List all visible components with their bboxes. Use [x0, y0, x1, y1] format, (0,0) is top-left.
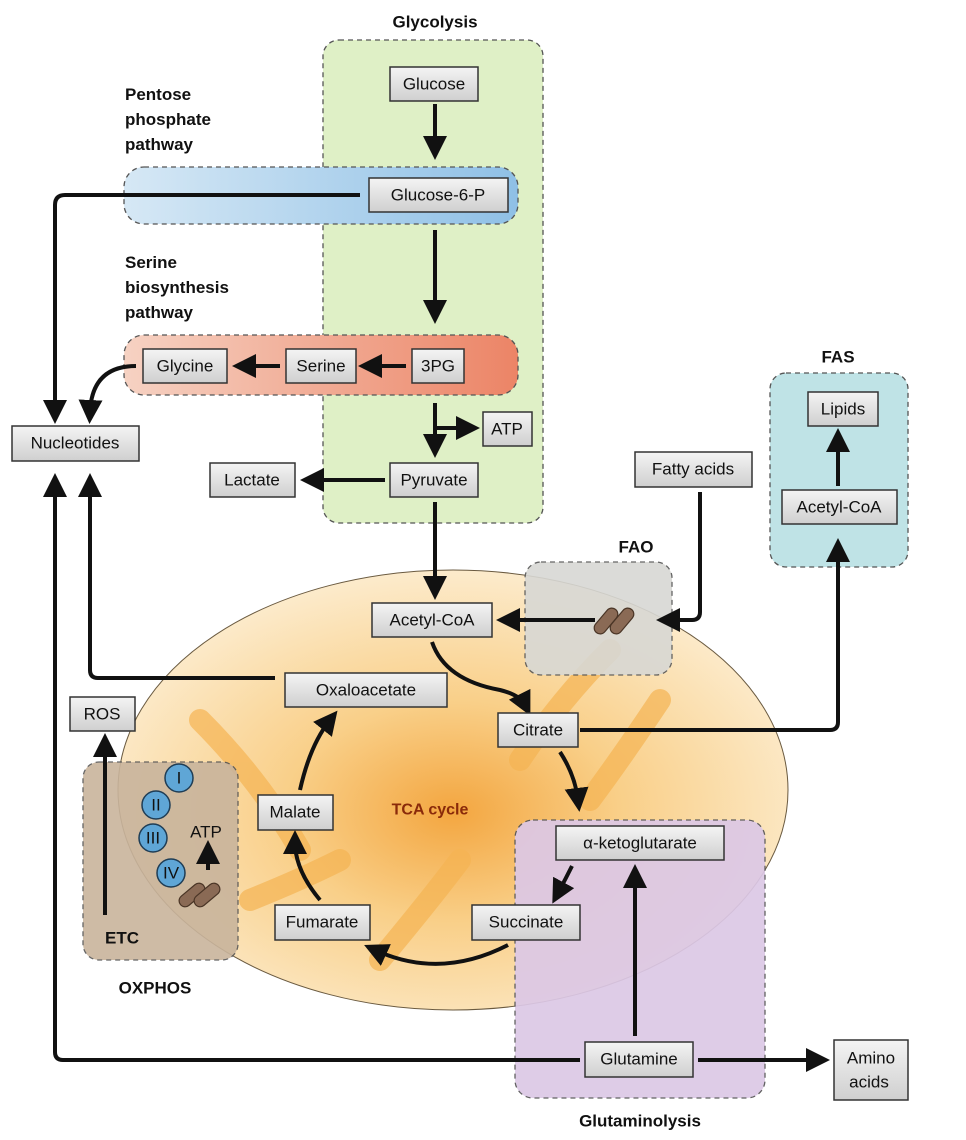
- node-glycine: Glycine: [142, 348, 228, 384]
- glutaminolysis-region: [514, 819, 766, 1099]
- fao-title: FAO: [619, 538, 654, 557]
- node-glutamine: Glutamine: [584, 1041, 694, 1078]
- node-nucleotides: Nucleotides: [11, 425, 140, 462]
- tca-cycle-label: TCA cycle: [392, 802, 469, 819]
- svg-text:Fumarate: Fumarate: [286, 913, 359, 932]
- node-glucose-6-p: Glucose-6-P: [368, 177, 509, 213]
- oxphos-title: OXPHOS: [119, 979, 192, 998]
- complex-i-icon: [164, 763, 194, 793]
- node-lactate: Lactate: [209, 462, 296, 498]
- node-fatty-acids: Fatty acids: [634, 451, 753, 488]
- complex-ii-label: II: [151, 796, 160, 815]
- ppp-title-3: pathway: [125, 135, 194, 154]
- node-malate: Malate: [257, 794, 334, 831]
- svg-text:Fatty acids: Fatty acids: [652, 460, 734, 479]
- svg-text:Malate: Malate: [269, 803, 320, 822]
- svg-text:Lipids: Lipids: [821, 400, 865, 419]
- complex-iii-icon: [138, 823, 168, 853]
- svg-text:Nucleotides: Nucleotides: [31, 434, 120, 453]
- svg-text:Citrate: Citrate: [513, 721, 563, 740]
- node-alpha-ketoglutarate: α-ketoglutarate: [555, 825, 725, 861]
- svg-text:Glycine: Glycine: [157, 357, 214, 376]
- node-succinate: Succinate: [471, 904, 581, 941]
- etc-complexes: I II III IV: [138, 763, 194, 888]
- serine-title-3: pathway: [125, 303, 194, 322]
- svg-text:Serine: Serine: [296, 357, 345, 376]
- svg-text:Glucose: Glucose: [403, 75, 465, 94]
- svg-text:Lactate: Lactate: [224, 471, 280, 490]
- arrows: [43, 104, 850, 1072]
- svg-text:Acetyl-CoA: Acetyl-CoA: [796, 498, 882, 517]
- serine-title-2: biosynthesis: [125, 278, 229, 297]
- fas-title: FAS: [821, 348, 854, 367]
- glutaminolysis-title: Glutaminolysis: [579, 1112, 701, 1131]
- svg-text:acids: acids: [849, 1073, 889, 1092]
- svg-text:α-ketoglutarate: α-ketoglutarate: [583, 834, 697, 853]
- svg-text:Pyruvate: Pyruvate: [400, 471, 467, 490]
- node-glucose: Glucose: [389, 66, 479, 102]
- complex-ii-icon: [141, 790, 171, 820]
- node-serine: Serine: [285, 348, 357, 384]
- atp-synthase-icon: [178, 882, 221, 908]
- svg-text:ROS: ROS: [84, 705, 121, 724]
- glycolysis-title: Glycolysis: [392, 13, 477, 32]
- node-acetyl-coa: Acetyl-CoA: [371, 602, 493, 638]
- complex-iii-label: III: [146, 829, 160, 848]
- svg-text:Acetyl-CoA: Acetyl-CoA: [389, 611, 475, 630]
- complex-iv-icon: [156, 858, 186, 888]
- etc-label: ETC: [105, 929, 139, 948]
- oxphos-region: [82, 761, 239, 961]
- svg-text:Glucose-6-P: Glucose-6-P: [391, 186, 485, 205]
- svg-text:Glutamine: Glutamine: [600, 1050, 677, 1069]
- svg-text:Succinate: Succinate: [489, 913, 564, 932]
- node-citrate: Citrate: [497, 712, 579, 748]
- svg-text:3PG: 3PG: [421, 357, 455, 376]
- node-amino-acids: Amino acids: [833, 1039, 909, 1101]
- node-acetyl-coa-fas: Acetyl-CoA: [781, 489, 898, 525]
- fao-transporter-icon: [593, 607, 635, 635]
- node-fumarate: Fumarate: [274, 904, 371, 941]
- node-ros: ROS: [69, 696, 136, 732]
- atp-oxphos: ATP: [190, 823, 222, 842]
- svg-text:Amino: Amino: [847, 1049, 895, 1068]
- serine-title-1: Serine: [125, 253, 177, 272]
- ppp-title-2: phosphate: [125, 110, 211, 129]
- node-3pg: 3PG: [411, 348, 465, 384]
- node-pyruvate: Pyruvate: [389, 462, 479, 498]
- ppp-title-1: Pentose: [125, 85, 191, 104]
- node-atp: ATP: [482, 411, 533, 447]
- node-oxaloacetate: Oxaloacetate: [284, 672, 448, 708]
- svg-text:Oxaloacetate: Oxaloacetate: [316, 681, 416, 700]
- svg-text:ATP: ATP: [491, 420, 523, 439]
- node-lipids: Lipids: [807, 391, 879, 427]
- complex-iv-label: IV: [163, 864, 180, 883]
- complex-i-label: I: [177, 769, 182, 788]
